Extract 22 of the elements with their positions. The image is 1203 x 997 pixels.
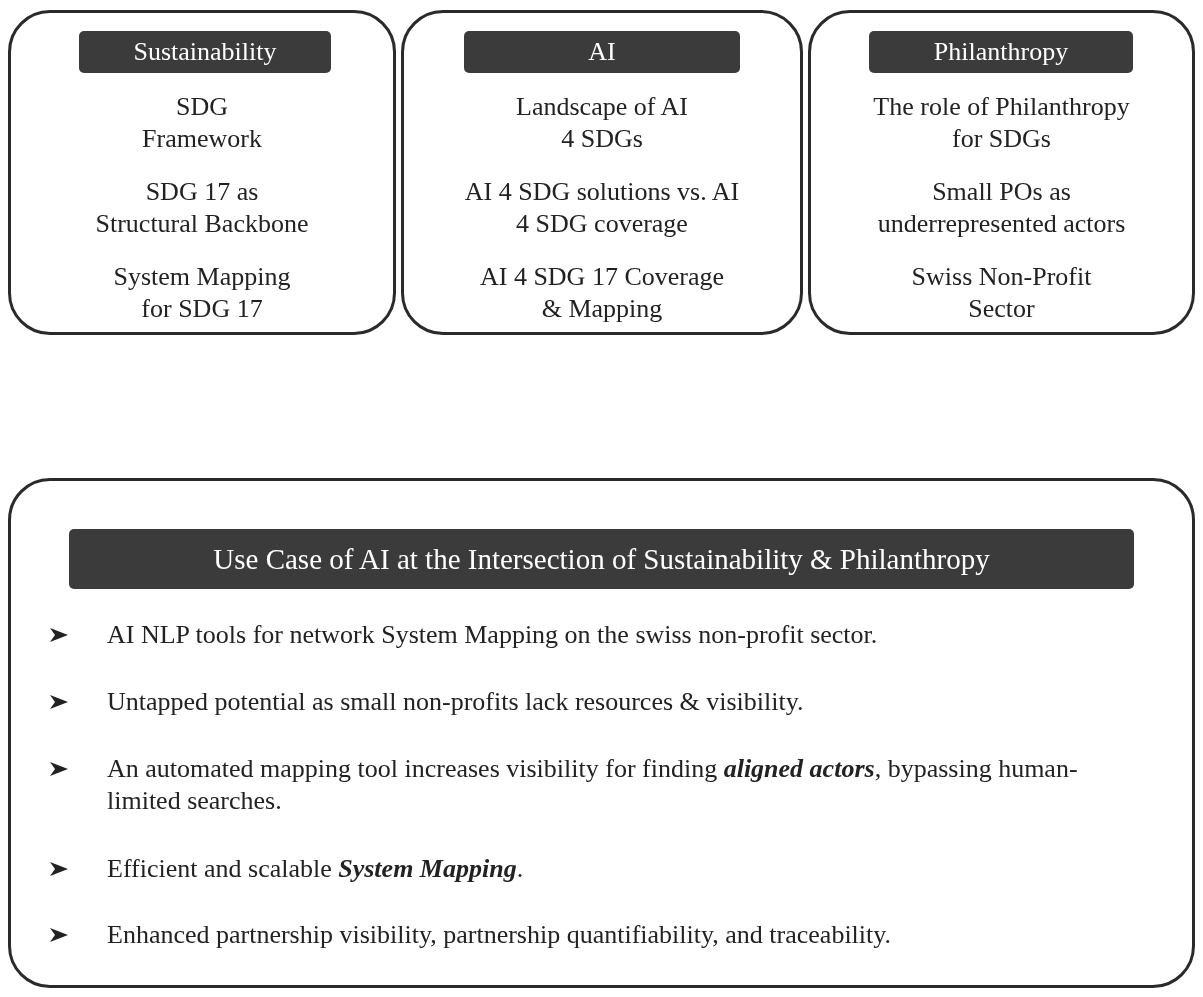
heading-band: AI [464, 31, 740, 73]
topic-text: SDG Framework [141, 91, 263, 155]
heading-band: Use Case of AI at the Intersection of Sustainability & Philanthropy [69, 529, 1134, 589]
bullet-text: AI NLP tools for network System Mapping on the swiss non-profit sector. [107, 619, 879, 651]
topic-text: SDG 17 as Structural Backbone [94, 176, 310, 240]
topic-text: Swiss Non-Profit Sector [910, 261, 1093, 325]
panel-card [401, 10, 803, 335]
bullet-text: Efficient and scalable System Mapping. [107, 853, 525, 885]
bullet-text: Enhanced partnership visibility, partnership quantifiability, and traceability. [107, 919, 893, 951]
heading-band: Sustainability [79, 31, 331, 73]
bullet-text: Untapped potential as small non-profits lack resources & visibility. [107, 686, 805, 718]
panel-card [8, 10, 396, 335]
panel-card [808, 10, 1195, 335]
topic-text: System Mapping for SDG 17 [112, 261, 292, 325]
heading-band: Philanthropy [869, 31, 1133, 73]
panel-card [8, 478, 1195, 988]
topic-text: The role of Philanthropy for SDGs [872, 91, 1131, 155]
topic-text: Small POs as underrepresented actors [876, 176, 1127, 240]
bullet-text: An automated mapping tool increases visibility for finding aligned actors, bypassing human-limited searches. [107, 753, 1079, 817]
topic-text: AI 4 SDG 17 Coverage & Mapping [478, 261, 726, 325]
topic-text: Landscape of AI 4 SDGs [515, 91, 689, 155]
topic-text: AI 4 SDG solutions vs. AI 4 SDG coverage [463, 176, 741, 240]
